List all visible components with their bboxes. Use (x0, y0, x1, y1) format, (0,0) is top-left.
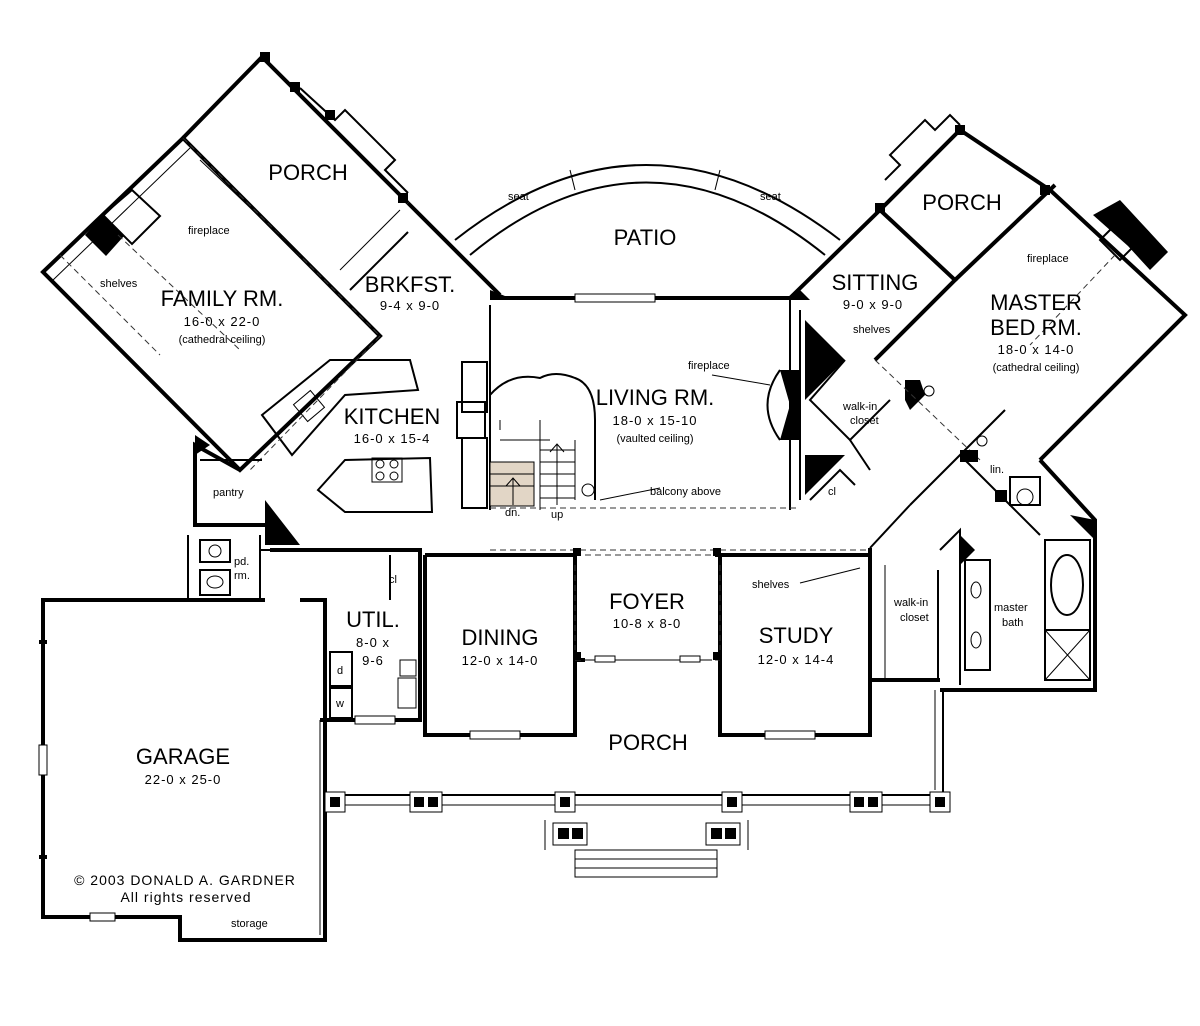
pantry-label: pantry (213, 487, 244, 499)
staircase (489, 373, 661, 510)
kitchen-dims: 16-0 x 15-4 (354, 431, 431, 446)
study-dims: 12-0 x 14-4 (758, 652, 835, 667)
front-porch-railing (324, 690, 951, 878)
porch-right-label: PORCH (922, 190, 1001, 215)
sitting-label: SITTING (832, 270, 919, 295)
dryer-label: d (337, 665, 343, 677)
master-wing-walls (788, 113, 1188, 501)
lin-left-label: lin. (272, 536, 286, 548)
master-bath-1: master (994, 602, 1028, 614)
master-label-2: BED RM. (990, 315, 1082, 340)
util-dims-2: 9-6 (362, 653, 384, 668)
seat-left-label: seat (508, 191, 529, 203)
util-label: UTIL. (346, 607, 400, 632)
brkfst-dims: 9-4 x 9-0 (380, 298, 440, 313)
patio-arc (454, 164, 841, 256)
dining-label: DINING (462, 625, 539, 650)
walkin-upper-2: closet (850, 415, 879, 427)
fireplace-left-box (85, 215, 124, 256)
balcony-label: balcony above (650, 486, 721, 498)
cl-master-label: cl (828, 486, 836, 498)
up-label: up (551, 509, 563, 521)
dining-dims: 12-0 x 14-0 (462, 653, 539, 668)
dn-label: dn. (505, 507, 520, 519)
master-bath-2: bath (1002, 617, 1023, 629)
living-room-dims: 18-0 x 15-10 (613, 413, 698, 428)
family-room-label: FAMILY RM. (161, 286, 284, 311)
porch-left-label: PORCH (268, 160, 347, 185)
kitchen-walls (249, 335, 488, 513)
walkin-lower-2: closet (900, 612, 929, 624)
garage-dims: 22-0 x 25-0 (145, 772, 222, 787)
shelves-left-label: shelves (100, 278, 138, 290)
storage-label: storage (231, 918, 268, 930)
foyer-dims: 10-8 x 8-0 (613, 616, 682, 631)
seat-right-label: seat (760, 191, 781, 203)
util-dims-1: 8-0 x (356, 635, 390, 650)
master-dims: 18-0 x 14-0 (998, 342, 1075, 357)
sitting-dims: 9-0 x 9-0 (843, 297, 903, 312)
living-room-walls (489, 293, 870, 551)
cl-util-label: cl (389, 574, 397, 586)
master-note: (cathedral ceiling) (993, 362, 1080, 374)
garage-label: GARAGE (136, 744, 230, 769)
living-room-label: LIVING RM. (596, 385, 715, 410)
fireplace-right-label: fireplace (1027, 253, 1069, 265)
patio-label: PATIO (614, 225, 677, 250)
living-room-note: (vaulted ceiling) (616, 433, 693, 445)
pd-rm-2: rm. (234, 570, 250, 582)
family-room-note: (cathedral ceiling) (179, 334, 266, 346)
master-bath-walls (868, 409, 1097, 692)
labels: PORCH fireplace shelves FAMILY RM. 16-0 … (74, 160, 1082, 930)
washer-label: w (335, 698, 344, 710)
fireplace-left-label: fireplace (188, 225, 230, 237)
walkin-upper-1: walk-in (842, 401, 877, 413)
fireplace-living-label: fireplace (688, 360, 730, 372)
porch-left-walls (181, 52, 410, 271)
foyer-label: FOYER (609, 589, 685, 614)
master-label-1: MASTER (990, 290, 1082, 315)
copyright-line1: © 2003 DONALD A. GARDNER (74, 872, 296, 888)
copyright-line2: All rights reserved (120, 889, 251, 905)
lin-right-label: lin. (990, 464, 1004, 476)
shelves-study-label: shelves (752, 579, 790, 591)
shelves-sitting-label: shelves (853, 324, 891, 336)
kitchen-label: KITCHEN (344, 404, 441, 429)
walkin-lower-1: walk-in (893, 597, 928, 609)
front-rooms-walls (423, 548, 872, 740)
pd-rm-1: pd. (234, 556, 249, 568)
pantry-walls (193, 435, 300, 545)
porch-front-label: PORCH (608, 730, 687, 755)
study-label: STUDY (759, 623, 834, 648)
brkfst-label: BRKFST. (365, 272, 455, 297)
family-room-dims: 16-0 x 22-0 (184, 314, 261, 329)
garage-walls (38, 598, 327, 942)
